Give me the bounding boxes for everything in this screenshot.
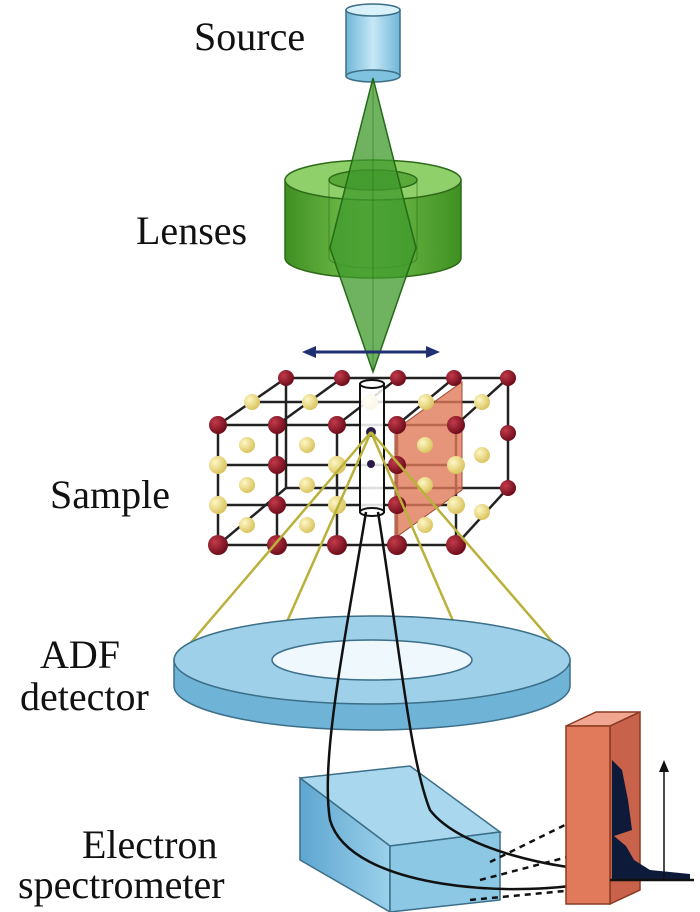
source-icon: [345, 3, 401, 83]
adf-label-line1: ADF: [40, 632, 120, 677]
electron-beam: [329, 77, 417, 375]
sample-label: Sample: [50, 472, 170, 517]
electron-label-line2: spectrometer: [18, 862, 225, 907]
transmitted-beam: [326, 511, 606, 902]
electron-label-line1: Electron: [82, 822, 218, 867]
adf-detector-icon: [173, 615, 571, 731]
adf-label-line2: detector: [20, 674, 149, 719]
scan-direction-arrow: [302, 346, 440, 358]
source-label: Source: [194, 14, 305, 59]
eels-spectrum-icon: [565, 710, 694, 906]
sample-atoms: [208, 370, 516, 555]
lenses-label: Lenses: [136, 208, 247, 253]
